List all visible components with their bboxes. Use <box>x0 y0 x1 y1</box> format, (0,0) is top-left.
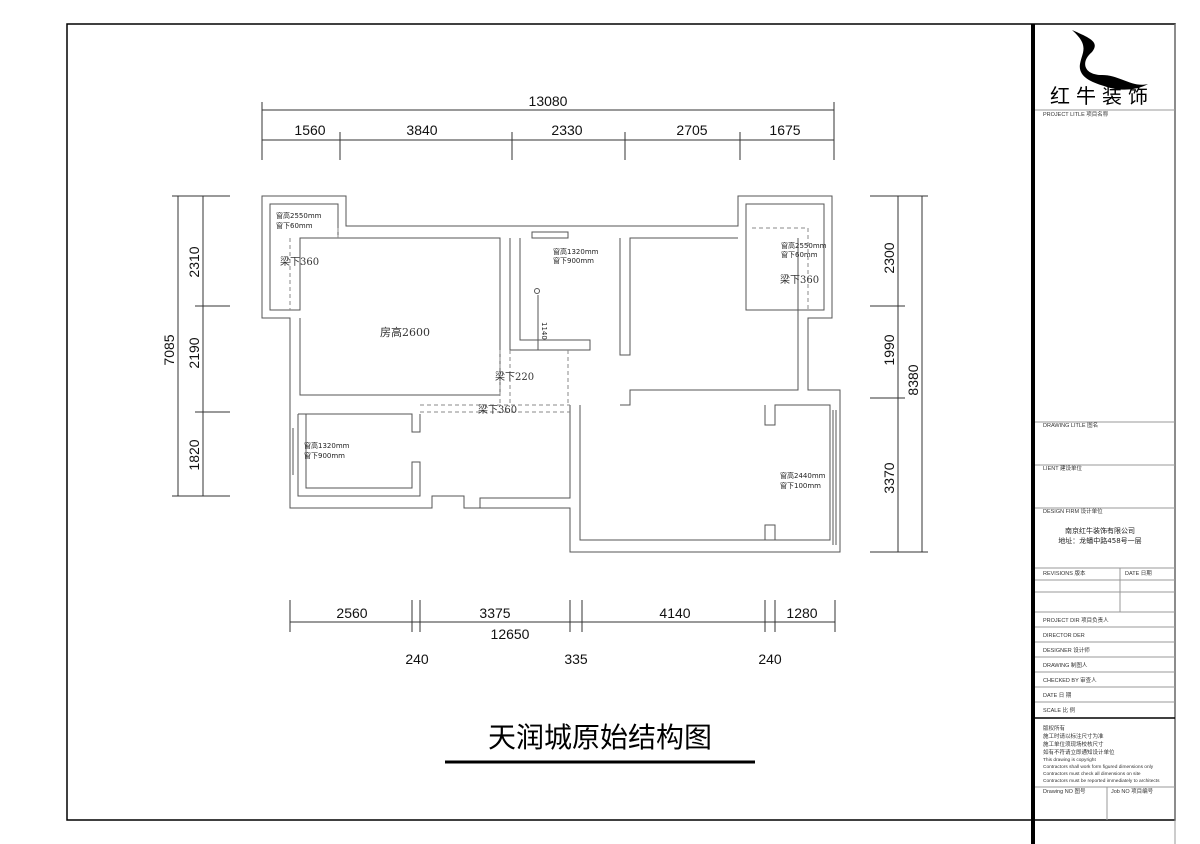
wall-thickness: 335 <box>564 651 588 667</box>
title-block: 红牛装饰 PROJECT LITLE 项目名称 DRAWING LITLE 图名… <box>1035 30 1175 820</box>
right-dimensions: 8380 2300 1990 3370 <box>870 195 928 553</box>
logo-icon <box>1072 30 1148 90</box>
scale-field: SCALE 比 例 <box>1043 706 1076 714</box>
dimension-total: 12650 <box>491 626 530 642</box>
note-line: 施工时请以标注尺寸为准 <box>1043 732 1104 740</box>
dimension-segment: 2705 <box>676 122 707 138</box>
window-label: 窗高2550mm <box>276 211 322 220</box>
dimension-segment: 1280 <box>786 605 817 621</box>
beam-lines <box>289 227 809 413</box>
dimension-segment: 3370 <box>881 462 897 493</box>
note-line: Contractors must be reported immediately… <box>1043 778 1160 784</box>
dimension-segment: 1990 <box>881 334 897 365</box>
note-line: Contractors shall work form figured dime… <box>1043 764 1154 770</box>
note-line: 施工单位须现场校核尺寸 <box>1043 740 1104 748</box>
date-field: DATE 日 期 <box>1043 692 1072 699</box>
note-line: This drawing is copyright <box>1043 757 1096 763</box>
project-title-field: PROJECT LITLE 项目名称 <box>1043 110 1109 118</box>
height-marker-icon <box>534 288 540 294</box>
room-height-label: 房高2600 <box>380 325 430 339</box>
window-label: 窗下900mm <box>553 256 594 265</box>
dimension-segment: 3375 <box>479 605 510 621</box>
checked-field: CHECKED BY 审查人 <box>1043 676 1097 684</box>
drawing-no-field: Drawing NO 图号 <box>1043 787 1086 795</box>
dimension-label: 1140 <box>540 322 548 340</box>
dimension-segment: 1560 <box>294 122 325 138</box>
window-label: 窗高1320mm <box>304 441 350 450</box>
dimension-segment: 3840 <box>406 122 437 138</box>
window-label: 窗下900mm <box>304 451 345 460</box>
drawing-field: DRAWING 制图人 <box>1043 661 1088 669</box>
revisions-field: REVISIONS 版本 <box>1043 569 1086 577</box>
director-field: DIRECTOR DER <box>1043 633 1085 639</box>
project-dir-field: PROJECT DIR 项目负责人 <box>1043 616 1109 624</box>
bottom-dimensions: 2560 3375 4140 1280 12650 240 335 240 <box>289 600 836 667</box>
company-name: 南京红牛装饰有限公司 <box>1065 526 1135 535</box>
company-address: 地址：龙蟠中路458号一层 <box>1058 536 1141 545</box>
window-label: 窗高1320mm <box>553 247 599 256</box>
note-line: 如有不符请立即通知设计单位 <box>1043 748 1115 756</box>
sheet-border <box>66 23 1176 821</box>
dimension-total: 8380 <box>905 364 921 395</box>
logo-text: 红牛装饰 <box>1050 84 1154 108</box>
left-dimensions: 7085 2310 2190 1820 <box>161 195 230 497</box>
dimension-segment: 2300 <box>881 242 897 273</box>
dimension-segment: 2330 <box>551 122 582 138</box>
dimension-segment: 2310 <box>186 246 202 277</box>
note-line: Contractors must check all dimensions on… <box>1043 771 1141 777</box>
dimension-total: 13080 <box>529 93 568 109</box>
designer-field: DESIGNER 设计师 <box>1043 646 1090 654</box>
window-label: 窗高2550mm <box>781 241 827 250</box>
top-dimensions: 13080 1560 3840 2330 2705 1675 <box>261 93 835 160</box>
design-firm-field: DESIGN FIRM 设计单位 <box>1043 507 1103 515</box>
drawing-title: 天润城原始结构图 <box>488 721 712 754</box>
dimension-segment: 1675 <box>769 122 800 138</box>
window-label: 窗下100mm <box>780 481 821 490</box>
client-field: LIENT 建设单位 <box>1043 464 1083 472</box>
job-no-field: Job NO 项目编号 <box>1111 787 1154 795</box>
window-label: 窗下60mm <box>276 221 313 230</box>
dimension-segment: 4140 <box>659 605 690 621</box>
dimension-segment: 2560 <box>336 605 367 621</box>
dimension-segment: 2190 <box>186 337 202 368</box>
window-label: 窗下60mm <box>781 250 818 259</box>
date-column: DATE 日期 <box>1125 570 1152 577</box>
walls <box>261 195 841 553</box>
beam-label: 梁下360 <box>280 255 319 268</box>
note-line: 版权所有 <box>1043 724 1066 732</box>
dimension-segment: 1820 <box>186 439 202 470</box>
beam-label: 梁下220 <box>495 370 534 383</box>
drawing-title-field: DRAWING LITLE 图名 <box>1043 421 1098 429</box>
window-label: 窗高2440mm <box>780 471 826 480</box>
beam-label: 梁下360 <box>478 403 517 416</box>
wall-thickness: 240 <box>758 651 782 667</box>
beam-label: 梁下360 <box>780 273 819 286</box>
wall-thickness: 240 <box>405 651 429 667</box>
dimension-total: 7085 <box>161 334 177 365</box>
